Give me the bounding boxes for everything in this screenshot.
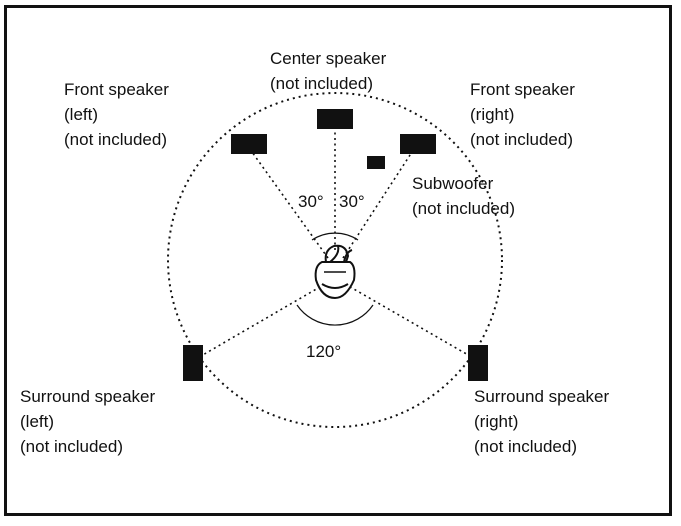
- surround-right-note: (not included): [474, 437, 578, 456]
- surround-right-speaker: [468, 345, 488, 381]
- line-to-surround-left: [200, 283, 326, 357]
- line-to-surround-right: [344, 283, 471, 357]
- diagram-frame: [4, 5, 672, 516]
- front-left-note: (not included): [64, 130, 168, 149]
- front-right-label: Front speaker (right) (not included): [470, 77, 575, 152]
- speaker-lines: [200, 125, 471, 357]
- surround-right-position: (right): [474, 412, 519, 431]
- angle-label-left: 30°: [298, 192, 324, 211]
- front-left-position: (left): [64, 105, 98, 124]
- surround-left-label: Surround speaker (left) (not included): [20, 384, 155, 459]
- center-speaker: [317, 109, 353, 129]
- surround-left-speaker: [183, 345, 203, 381]
- angle-label-right: 30°: [339, 192, 365, 211]
- listening-circle: [167, 92, 503, 428]
- center-title: Center speaker: [270, 49, 387, 68]
- front-right-position: (right): [470, 105, 515, 124]
- subwoofer-note: (not included): [412, 199, 516, 218]
- listener-icon: [314, 244, 356, 300]
- line-to-front-right: [342, 151, 413, 259]
- subwoofer-label: Subwoofer (not included): [412, 171, 515, 221]
- front-right-note: (not included): [470, 130, 574, 149]
- surround-right-label: Surround speaker (right) (not included): [474, 384, 609, 459]
- front-left-label: Front speaker (left) (not included): [64, 77, 169, 152]
- surround-left-title: Surround speaker: [20, 387, 156, 406]
- front-angle-arc: [311, 232, 359, 241]
- surround-right-title: Surround speaker: [474, 387, 610, 406]
- front-left-speaker: [231, 134, 267, 154]
- surround-left-position: (left): [20, 412, 54, 431]
- front-right-speaker: [400, 134, 436, 154]
- subwoofer-box: [367, 156, 385, 169]
- center-note: (not included): [270, 74, 374, 93]
- front-right-title: Front speaker: [470, 80, 575, 99]
- angle-label-rear: 120°: [306, 342, 341, 361]
- front-left-title: Front speaker: [64, 80, 169, 99]
- rear-angle-arc: [296, 304, 374, 326]
- subwoofer-title: Subwoofer: [412, 174, 494, 193]
- center-label: Center speaker (not included): [270, 46, 386, 96]
- surround-left-note: (not included): [20, 437, 124, 456]
